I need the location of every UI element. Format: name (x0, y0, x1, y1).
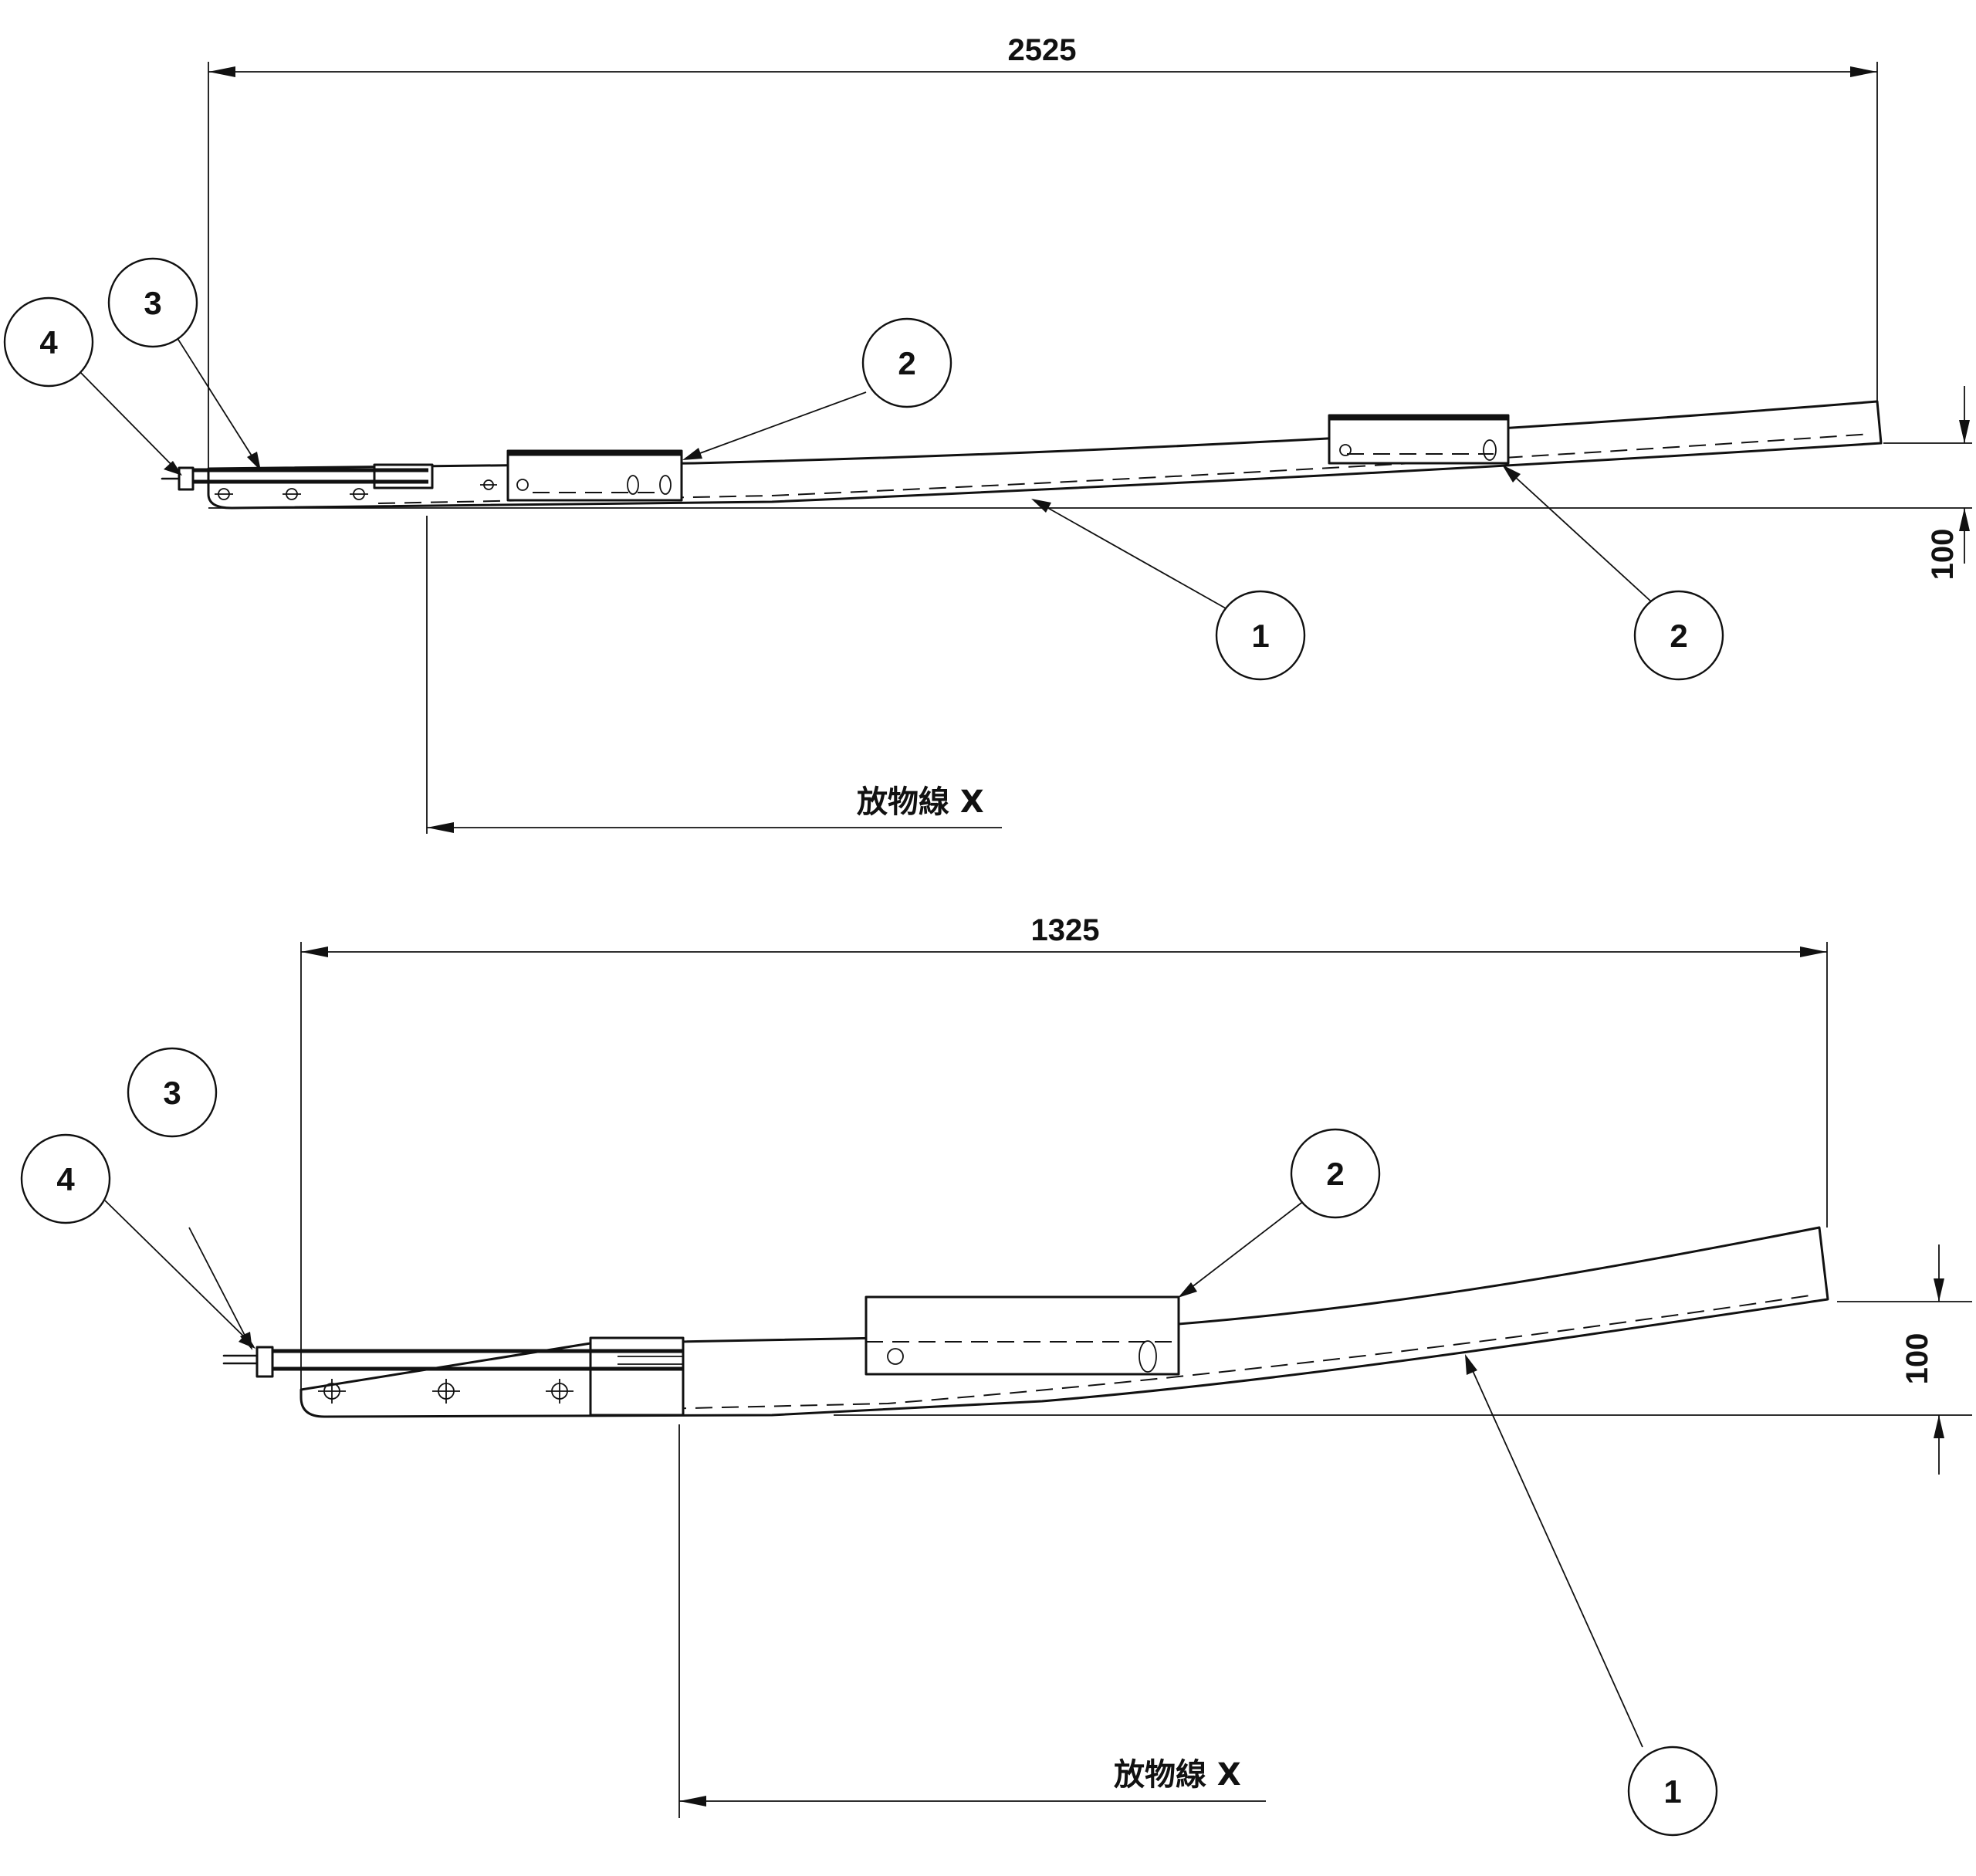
top-callout-1-label: 1 (1251, 618, 1269, 654)
top-parabola-reference: 放物線 X (426, 516, 1002, 834)
top-callout-1: 1 (1215, 590, 1306, 681)
top-view: 2525 100 (3, 33, 1972, 834)
bottom-parabola-reference: 放物線 X (678, 1424, 1266, 1818)
top-callout-4-label: 4 (39, 324, 58, 361)
top-height-dimension: 100 (208, 386, 1972, 580)
top-height-value: 100 (1926, 529, 1960, 581)
top-parabola-label: 放物線 X (857, 784, 984, 820)
top-callout-4: 4 (3, 296, 94, 388)
bottom-callout-3: 3 (127, 1047, 218, 1138)
top-clip-right (1328, 414, 1510, 465)
bottom-height-value: 100 (1900, 1333, 1934, 1385)
bottom-callout-3-label: 3 (163, 1075, 181, 1111)
top-callout-3: 3 (107, 257, 198, 348)
top-spring-leaf (207, 400, 1883, 510)
bottom-callout-2-label: 2 (1326, 1156, 1344, 1192)
top-callout-2-left-label: 2 (898, 345, 915, 381)
bottom-callout-4: 4 (20, 1133, 111, 1224)
top-callout-2-right-label: 2 (1670, 618, 1687, 654)
top-length-dimension: 2525 (208, 33, 1878, 494)
bottom-length-value: 1325 (1031, 913, 1100, 947)
bottom-callout-1: 1 (1627, 1746, 1718, 1837)
top-callout-3-label: 3 (144, 285, 161, 321)
bottom-callout-4-label: 4 (56, 1161, 75, 1197)
top-length-value: 2525 (1008, 33, 1077, 67)
bottom-callout-1-label: 1 (1663, 1773, 1681, 1810)
top-callout-2-left: 2 (861, 317, 952, 408)
bottom-length-dimension: 1325 (300, 913, 1828, 1390)
top-clip-left (506, 449, 683, 502)
top-callout-2-right: 2 (1633, 590, 1724, 681)
bottom-clamp-assembly (222, 1336, 685, 1417)
bottom-height-dimension: 100 (834, 1244, 1972, 1475)
bottom-clip (864, 1295, 1180, 1376)
top-clamp-assembly (161, 463, 497, 500)
bottom-view: 1325 100 (20, 913, 1972, 1837)
bottom-parabola-label: 放物線 X (1114, 1757, 1241, 1793)
bottom-callout-2: 2 (1290, 1128, 1381, 1219)
